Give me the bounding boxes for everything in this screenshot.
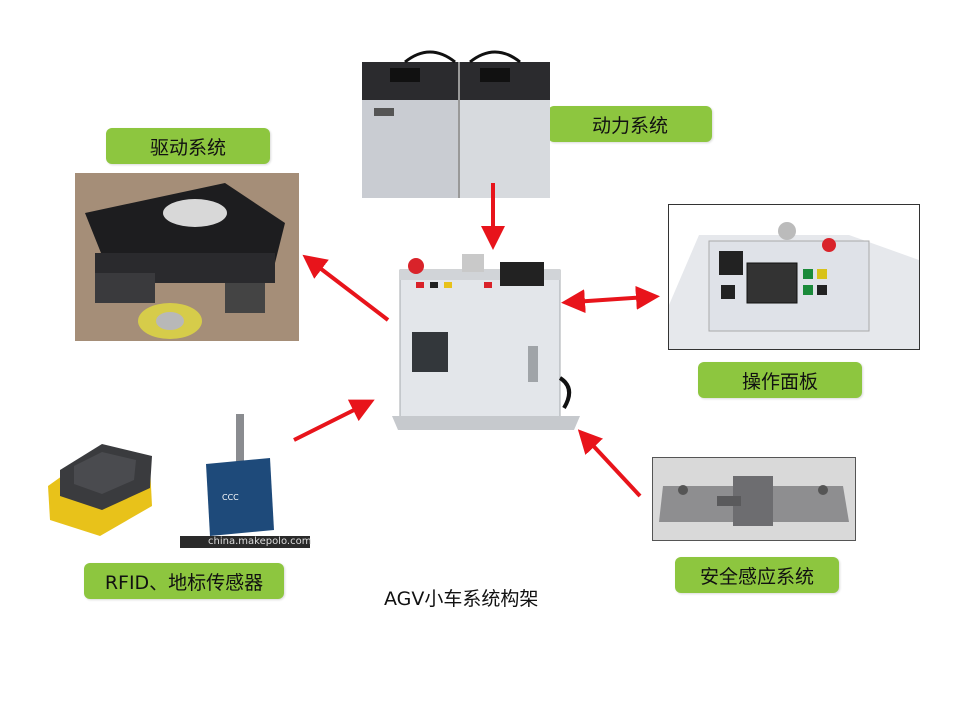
label-operation-panel: 操作面板 (698, 362, 862, 398)
operation-panel-image (668, 204, 920, 350)
arrow-controller-panel-bidirectional (561, 285, 660, 314)
arrow-controller-to-drive (302, 254, 390, 322)
diagram-caption: AGV小车系统构架 (384, 588, 539, 610)
arrow-sensor-to-controller (293, 399, 375, 442)
watermark-text: china.makepolo.com (208, 536, 312, 547)
safety-sensor-image (652, 457, 856, 541)
label-drive-system: 驱动系统 (106, 128, 270, 164)
label-safety-sensing-system: 安全感应系统 (675, 557, 839, 593)
svg-text:CCC: CCC (222, 493, 239, 502)
arrow-safety-to-controller (577, 429, 642, 498)
label-rfid-landmark-sensor: RFID、地标传感器 (84, 563, 284, 599)
drive-unit-image (75, 173, 299, 341)
label-power-system: 动力系统 (548, 106, 712, 142)
controller-cabinet-image (388, 248, 584, 430)
battery-pack-image (360, 40, 550, 200)
rfid-landmark-sensor-image: CCC (40, 410, 310, 550)
